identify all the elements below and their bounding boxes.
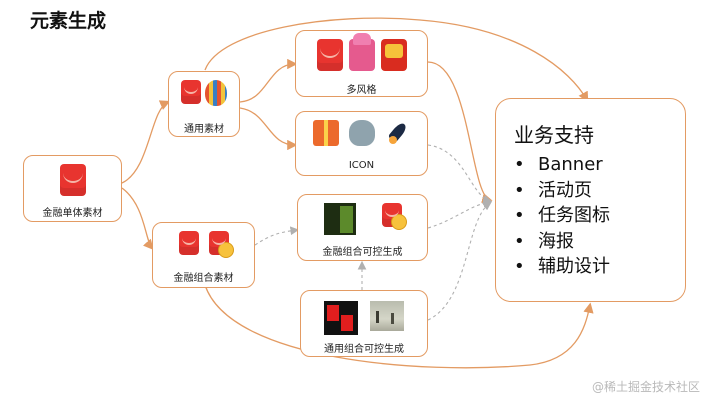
node-finance-controllable: 金融组合可控生成 <box>297 194 428 261</box>
link-single-combo <box>121 187 154 250</box>
node-icon: ICON <box>295 111 428 176</box>
red-envelope-icon <box>181 80 201 104</box>
bullet: • <box>514 179 525 201</box>
node-label: 金融单体素材 <box>42 208 103 219</box>
red-layout-icon <box>324 301 358 335</box>
node-label: 金融组合素材 <box>173 273 234 284</box>
list-item: • 任务图标 <box>514 203 610 229</box>
bullet: • <box>514 205 525 226</box>
watermark: @稀土掘金技术社区 <box>591 380 700 394</box>
link-single-general <box>121 100 171 184</box>
red-envelope-icon <box>316 39 343 71</box>
hot-air-balloon-icon <box>205 80 227 106</box>
support-item: 任务图标 <box>538 205 610 226</box>
list-item: • Banner <box>514 152 610 178</box>
node-label: 通用素材 <box>184 124 224 135</box>
bullet: • <box>514 256 525 277</box>
link-styles-support <box>427 61 493 204</box>
node-general: 通用素材 <box>168 71 240 137</box>
rhino-icon <box>348 120 375 146</box>
link-general-controllable-support <box>427 201 492 321</box>
link-combo-support-bottom <box>204 284 594 369</box>
support-item: 辅助设计 <box>538 256 610 277</box>
link-general-icon <box>239 107 298 151</box>
support-item: 海报 <box>538 230 574 252</box>
node-label: ICON <box>348 160 375 171</box>
pink-envelope-icon <box>348 33 375 71</box>
figures-photo-icon <box>370 301 404 331</box>
link-icon-support <box>427 144 493 204</box>
node-styles: 多风格 <box>295 30 428 97</box>
rocket-icon <box>385 120 411 146</box>
red-envelope-icon <box>59 164 86 196</box>
list-item: • 海报 <box>514 229 610 255</box>
face-envelope-icon <box>380 39 407 71</box>
support-item: 活动页 <box>538 179 592 201</box>
green-layout-icon <box>323 203 356 235</box>
page-title: 元素生成 <box>30 10 107 32</box>
node-label: 通用组合可控生成 <box>324 344 404 355</box>
support-title: 业务支持 <box>514 123 594 147</box>
list-item: • 活动页 <box>514 178 610 204</box>
bullet: • <box>514 154 525 175</box>
support-list: • Banner • 活动页 • 任务图标 • 海报 • 辅助设计 <box>514 152 610 280</box>
business-support-panel: 业务支持 • Banner • 活动页 • 任务图标 • 海报 • 辅助设计 <box>495 98 686 302</box>
bullet: • <box>514 230 525 252</box>
red-envelope-icon <box>178 231 199 255</box>
red-envelope-coin-icon <box>381 203 407 230</box>
gift-box-icon <box>312 120 339 146</box>
node-finance-combo: 金融组合素材 <box>152 222 255 288</box>
link-general-support-top <box>204 17 589 103</box>
list-item: • 辅助设计 <box>514 254 610 280</box>
link-combo-finance-controllable <box>254 226 300 246</box>
node-label: 金融组合可控生成 <box>322 247 403 258</box>
node-finance-single: 金融单体素材 <box>23 155 122 222</box>
red-envelope-coin-icon <box>208 231 234 258</box>
node-general-controllable: 通用组合可控生成 <box>300 290 428 357</box>
node-label: 多风格 <box>346 85 377 96</box>
link-general-styles <box>239 58 298 103</box>
support-item: Banner <box>538 154 603 175</box>
